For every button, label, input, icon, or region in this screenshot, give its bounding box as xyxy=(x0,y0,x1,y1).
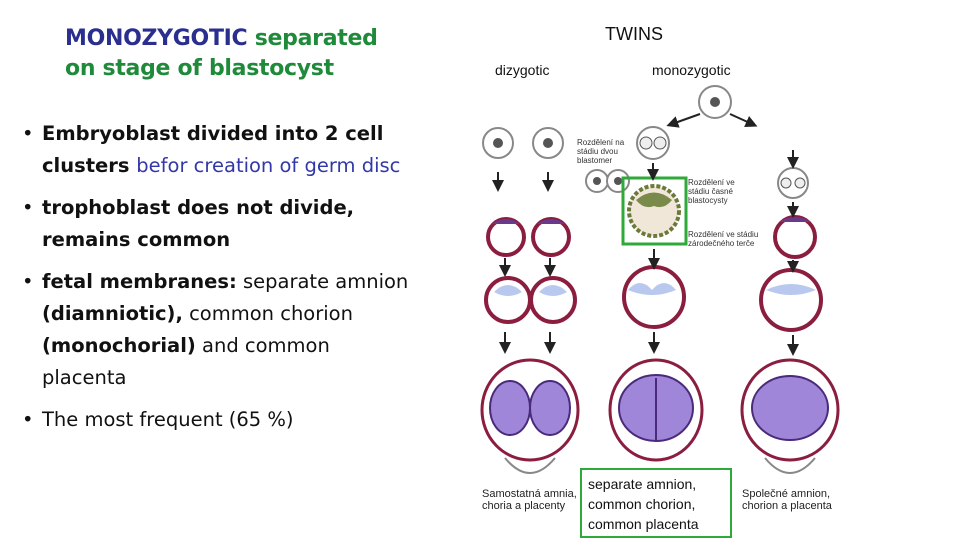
uterus-monochorial xyxy=(608,358,704,462)
uterus-common-amnion xyxy=(740,358,840,474)
bullet-text: trophoblast does not divide, remains com… xyxy=(42,196,355,251)
bullet-bold: (diamniotic), xyxy=(42,302,183,325)
bullet-text: The most frequent (65 %) xyxy=(42,408,294,431)
caption-common-amnion: Společné amnion, chorion a placenta xyxy=(742,488,832,512)
title-line2: on stage of blastocyst xyxy=(65,56,334,81)
bullet-item: Embryoblast divided into 2 cell clusters… xyxy=(20,118,420,182)
uterus-dizygotic xyxy=(480,358,580,474)
callout-box: separate amnion, common chorion, common … xyxy=(580,468,732,538)
figure-col-monozygotic: monozygotic xyxy=(652,62,731,78)
title-keyword: MONOZYGOTIC xyxy=(65,26,248,51)
bullet-item: The most frequent (65 %) xyxy=(20,404,420,436)
slide-title: MONOZYGOTIC separated on stage of blasto… xyxy=(65,24,425,84)
bullet-highlight: befor creation of germ disc xyxy=(136,154,401,177)
bullet-text: common chorion xyxy=(182,302,353,325)
bullet-item: fetal membranes: separate amnion (diamni… xyxy=(20,266,420,394)
bullet-item: trophoblast does not divide, remains com… xyxy=(20,192,420,256)
figure-col-dizygotic: dizygotic xyxy=(495,62,550,78)
note-early-blastocyst: Rozdělení ve stádiu časné blastocysty xyxy=(688,178,735,205)
implantation-row xyxy=(484,265,823,332)
two-cell-stage xyxy=(482,126,670,160)
note-germ-disc: Rozdělení ve stádiu zárodečného terče xyxy=(688,230,759,248)
caption-dizygotic: Samostatná amnia, choria a placenty xyxy=(482,488,577,512)
note-two-blastomeres: Rozdělení na stádiu dvou blastomer xyxy=(577,138,625,165)
bullet-bold: fetal membranes: xyxy=(42,270,237,293)
title-verb: separated xyxy=(254,26,378,51)
bullet-text: and common placenta xyxy=(42,334,330,389)
figure-heading: TWINS xyxy=(605,24,663,44)
bullet-bold: (monochorial) xyxy=(42,334,196,357)
bullet-text: separate amnion xyxy=(236,270,409,293)
bullet-list: Embryoblast divided into 2 cell clusters… xyxy=(20,118,420,446)
zygote-cell xyxy=(698,85,732,119)
bullet-text: Embryoblast divided into 2 cell clusters xyxy=(42,122,384,177)
separated-cells xyxy=(585,167,809,199)
arrows xyxy=(492,150,799,356)
early-blastocyst xyxy=(627,184,681,238)
